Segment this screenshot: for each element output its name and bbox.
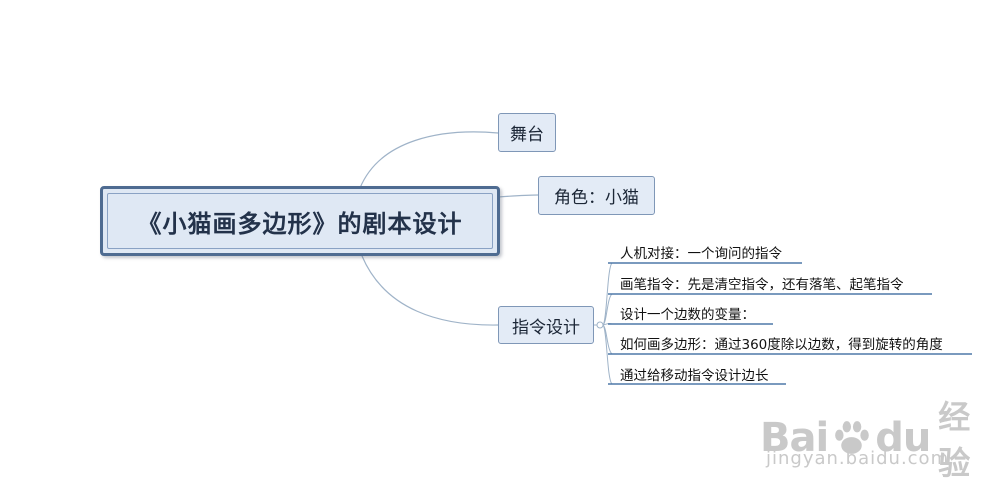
topic-role[interactable]: 角色：小猫: [538, 176, 655, 215]
watermark-du-text: du: [875, 415, 931, 461]
leaf-branch-5: [602, 324, 613, 385]
subtopic-side-length[interactable]: 通过给移动指令设计边长: [620, 368, 769, 384]
collapse-toggle-icon[interactable]: [596, 321, 604, 329]
subtopic-pen-commands[interactable]: 画笔指令：先是清空指令，还有落笔、起笔指令: [620, 277, 904, 293]
baidu-jingyan-watermark: Bai du 经验: [760, 392, 1000, 484]
connector-commands: [361, 255, 499, 326]
central-topic[interactable]: 《小猫画多边形》的剧本设计: [100, 186, 500, 256]
watermark-jingyan-text: 经验: [938, 398, 972, 482]
watermark-bai-text: Bai: [760, 415, 829, 461]
paw-icon: [835, 421, 869, 454]
connector-stage: [359, 131, 499, 189]
topic-commands-label: 指令设计: [512, 317, 580, 338]
connector-role: [497, 194, 539, 198]
topic-stage-label: 舞台: [510, 125, 544, 145]
leaf-branch-2: [602, 293, 613, 326]
watermark-url: jingyan.baidu.com: [766, 448, 950, 469]
central-topic-inner-border: [107, 193, 493, 249]
topic-commands[interactable]: 指令设计: [498, 306, 594, 344]
subtopic-side-variable[interactable]: 设计一个边数的变量：: [620, 307, 755, 323]
subtopic-polygon-method[interactable]: 如何画多边形：通过360度除以边数，得到旋转的角度: [620, 337, 943, 353]
topic-stage[interactable]: 舞台: [498, 113, 556, 152]
topic-role-label: 角色：小猫: [554, 188, 639, 208]
central-topic-label: 《小猫画多边形》的剧本设计: [137, 209, 463, 238]
subtopic-human-interaction[interactable]: 人机对接：一个询问的指令: [620, 246, 782, 262]
